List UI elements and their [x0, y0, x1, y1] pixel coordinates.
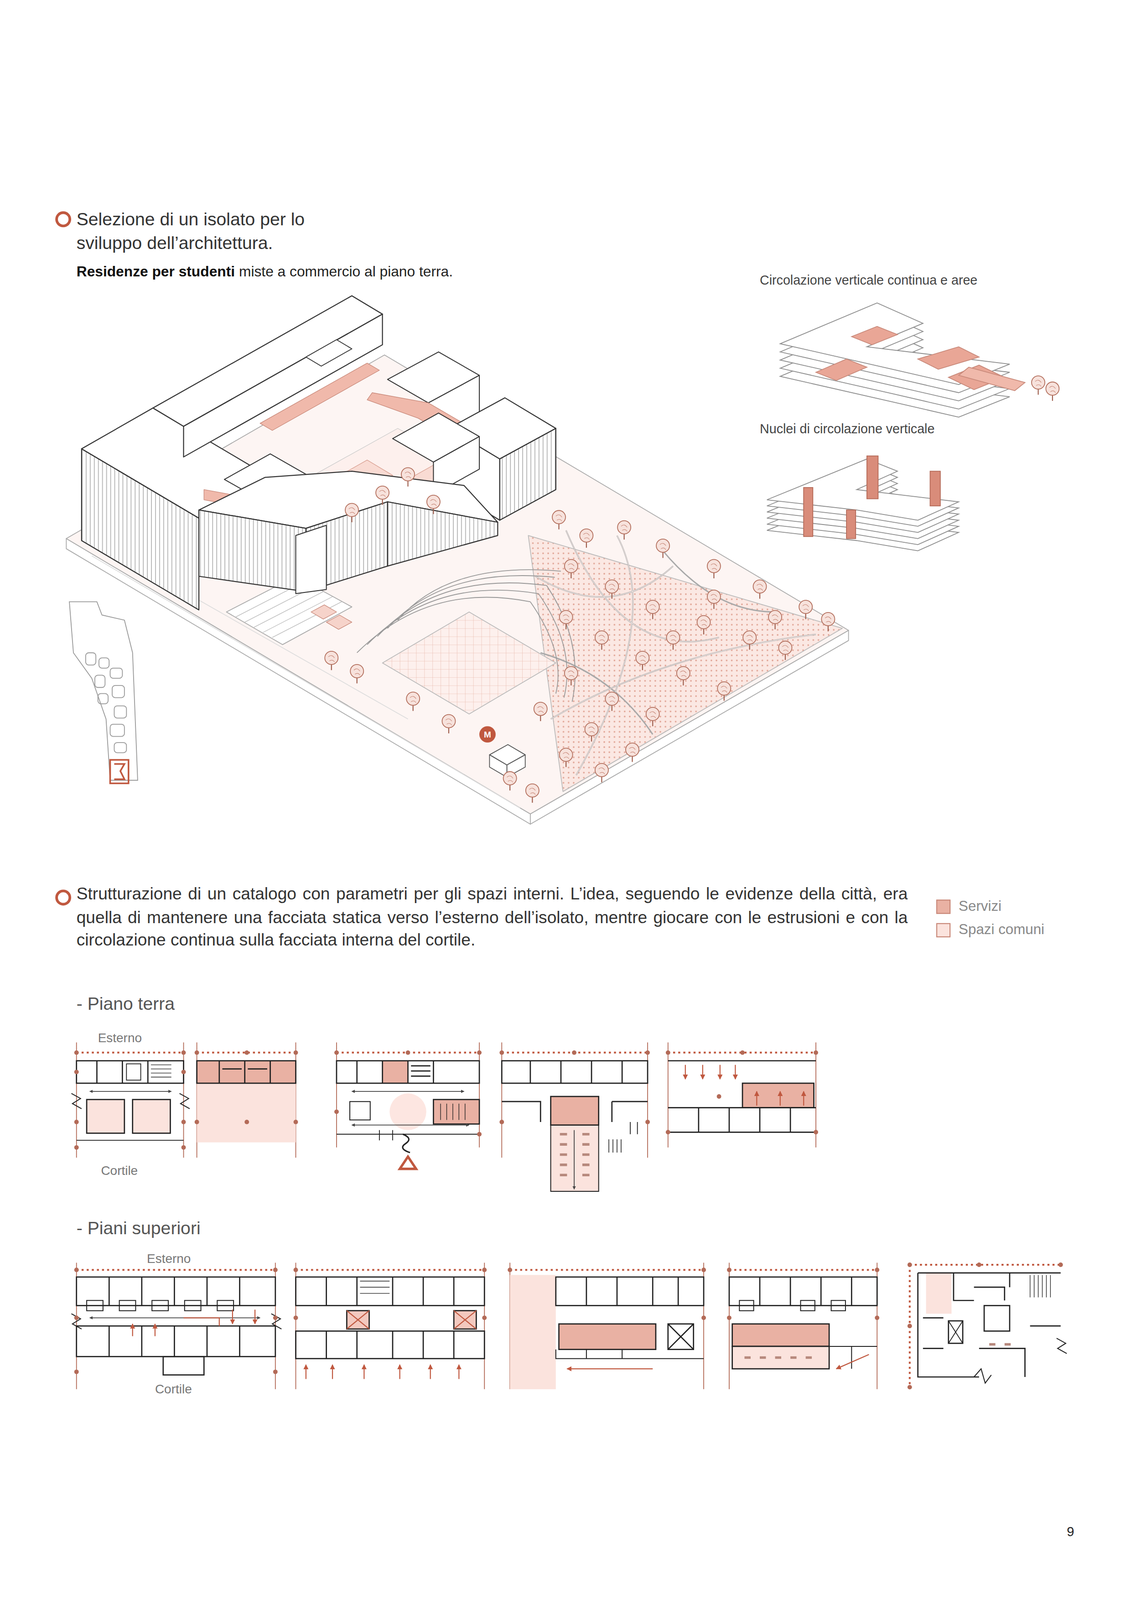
metro-letter: M — [483, 730, 492, 739]
plan-heading: - Piano terra — [76, 993, 175, 1015]
side-label: Esterno — [146, 1251, 191, 1267]
legend-text: Servizi — [958, 897, 1002, 915]
side-label: Cortile — [155, 1381, 192, 1398]
section-heading: Selezione di un isolato per lo sviluppo … — [76, 207, 358, 255]
legend-swatch — [936, 923, 951, 938]
paragraph: Strutturazione di un catalogo con parame… — [76, 883, 908, 953]
legend-text: Spazi comuni — [958, 920, 1045, 939]
side-label: Esterno — [98, 1031, 142, 1047]
circulation-stack — [780, 302, 1060, 417]
diagram-label: Nuclei di circolazione verticale — [759, 421, 935, 437]
diagram-label: Circolazione verticale continua e aree — [759, 272, 978, 288]
legend-swatch — [936, 899, 951, 914]
plan-heading: - Piani superiori — [76, 1217, 201, 1240]
upper-floor-plans — [71, 1262, 1068, 1390]
axonometric-view — [66, 295, 849, 825]
bullet — [56, 212, 70, 226]
subtitle: miste a commercio al piano terra. — [238, 263, 453, 281]
site-minimap — [69, 601, 138, 784]
ground-floor-plans — [71, 1042, 819, 1191]
subtitle-bold: Residenze per studenti — [76, 263, 235, 281]
page-number: 9 — [1066, 1523, 1074, 1540]
metro-marker — [479, 726, 496, 743]
bullet — [56, 890, 70, 904]
core-stack — [767, 456, 959, 551]
side-label: Cortile — [100, 1163, 138, 1180]
